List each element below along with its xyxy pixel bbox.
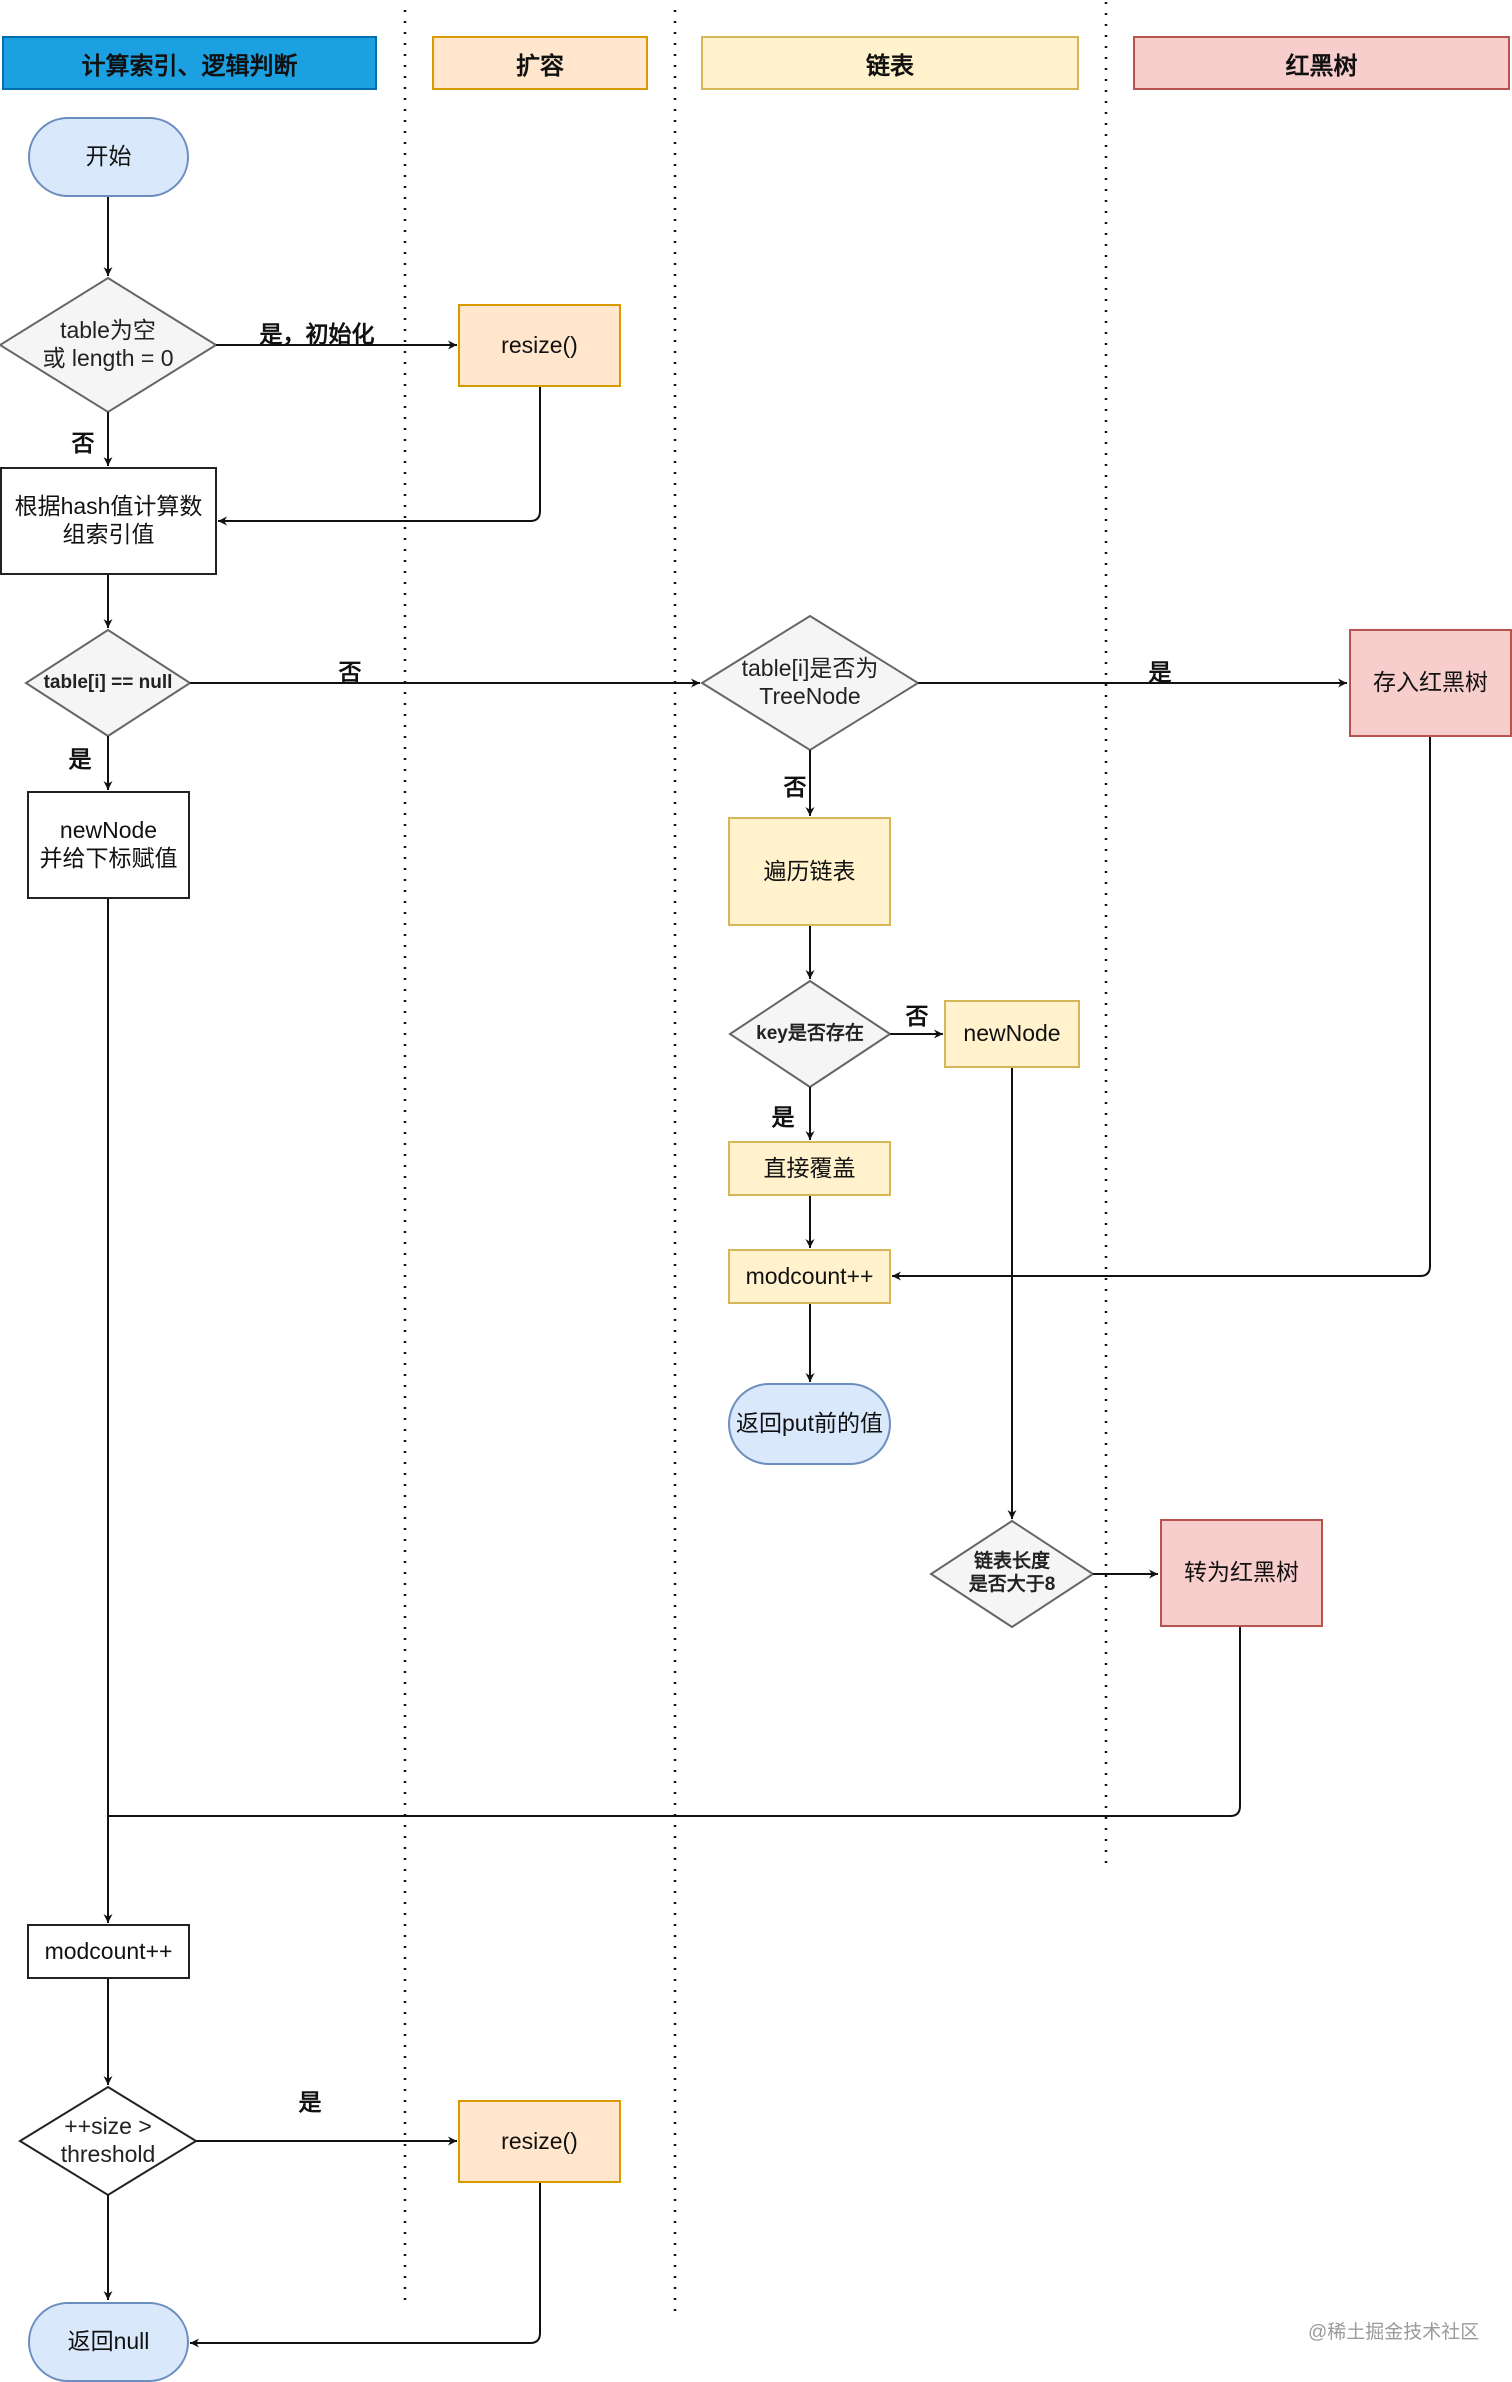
put-tree-node: 存入红黑树 bbox=[1349, 629, 1512, 737]
lane-header-list: 链表 bbox=[701, 36, 1079, 90]
edge-label-empty-no: 否 bbox=[71, 430, 95, 456]
key-exists-label: key是否存在 bbox=[756, 1022, 864, 1044]
edge-label-key-no: 否 bbox=[905, 1003, 929, 1029]
modcount-main-node: modcount++ bbox=[27, 1924, 190, 1979]
edge-totree-merge bbox=[108, 1627, 1241, 1817]
lane-header-resize: 扩容 bbox=[432, 36, 648, 90]
list-length-label: 链表长度 是否大于8 bbox=[968, 1551, 1056, 1595]
size-check-label: ++size > threshold bbox=[60, 2113, 156, 2167]
compute-index-node: 根据hash值计算数 组索引值 bbox=[0, 467, 217, 575]
list-length-diamond bbox=[929, 1519, 1095, 1629]
edge-resize-to-return bbox=[190, 2183, 541, 2348]
resize-node-threshold: resize() bbox=[458, 2100, 621, 2183]
to-tree-node: 转为红黑树 bbox=[1160, 1519, 1323, 1627]
resize-node-init: resize() bbox=[458, 304, 621, 387]
edge-label-null-no: 否 bbox=[338, 659, 362, 685]
slot-null-label: table[i] == null bbox=[43, 671, 173, 693]
modcount-list-node: modcount++ bbox=[728, 1249, 891, 1304]
lane-header-tree: 红黑树 bbox=[1133, 36, 1510, 90]
edge-label-size-yes: 是 bbox=[298, 2089, 322, 2115]
edge-resize-to-index bbox=[218, 387, 541, 526]
new-node-slot: newNode 并给下标赋值 bbox=[27, 791, 190, 899]
watermark: @稀土掘金技术社区 bbox=[1308, 2322, 1480, 2343]
edge-tree-to-modcount bbox=[892, 737, 1431, 1281]
new-node-list: newNode bbox=[944, 1000, 1080, 1068]
traverse-list-node: 遍历链表 bbox=[728, 817, 891, 926]
edge-label-tree-no: 否 bbox=[783, 774, 807, 800]
is-treenode-label: table[i]是否为 TreeNode bbox=[741, 655, 879, 709]
check-empty-label: table为空 或 length = 0 bbox=[42, 317, 174, 371]
overwrite-node: 直接覆盖 bbox=[728, 1141, 891, 1196]
edge-label-empty-yes: 是，初始化 bbox=[259, 321, 375, 347]
return-old-value-terminal: 返回put前的值 bbox=[728, 1383, 891, 1465]
edge-label-tree-yes: 是 bbox=[1148, 659, 1172, 685]
lane-header-calc: 计算索引、逻辑判断 bbox=[2, 36, 377, 90]
start-terminal: 开始 bbox=[28, 117, 189, 197]
return-null-terminal: 返回null bbox=[28, 2302, 189, 2382]
edge-label-null-yes: 是 bbox=[68, 746, 92, 772]
edge-label-key-yes: 是 bbox=[771, 1104, 795, 1130]
